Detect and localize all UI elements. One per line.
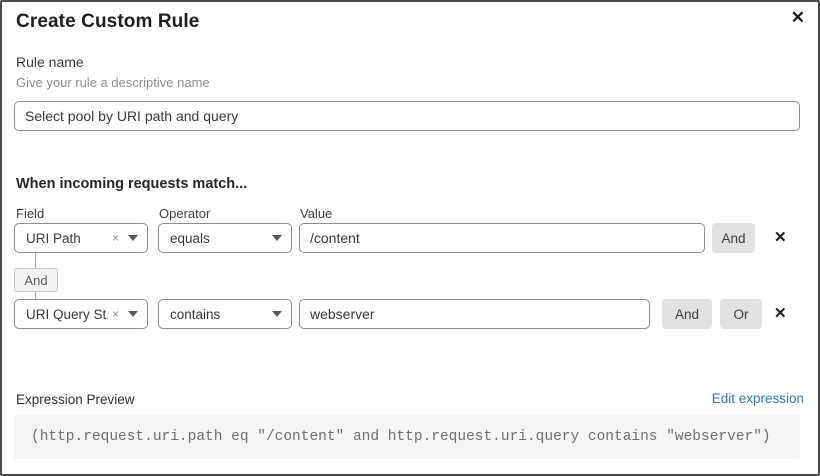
operator-select-1[interactable]: equals [158,223,292,253]
add-and-condition-button[interactable]: And [662,299,712,329]
close-icon[interactable]: ✕ [790,8,805,27]
expression-code: (http.request.uri.path eq "/content" and… [14,414,800,459]
expression-preview-label: Expression Preview [16,392,135,407]
field-column-label: Field [16,206,45,221]
field-select-value: URI Path [26,230,81,246]
caret-down-icon[interactable] [128,311,138,317]
edit-expression-link[interactable]: Edit expression [711,391,804,406]
rule-name-label: Rule name [16,54,84,70]
rule-name-helper: Give your rule a descriptive name [16,75,210,90]
operator-column-label: Operator [159,206,211,221]
field-select-value: URI Query St... [26,306,108,322]
remove-condition-icon[interactable]: ✕ [774,229,787,246]
add-or-condition-button[interactable]: Or [720,299,762,329]
match-section-heading: When incoming requests match... [16,176,248,192]
caret-down-icon[interactable] [272,235,282,241]
operator-select-value: equals [170,230,210,246]
caret-down-icon[interactable] [128,235,138,241]
operator-select-2[interactable]: contains [158,299,292,329]
field-select-2[interactable]: URI Query St... × [14,299,148,329]
add-and-condition-button[interactable]: And [712,223,755,253]
clear-icon[interactable]: × [111,231,119,245]
value-input-2[interactable] [299,299,650,329]
caret-down-icon[interactable] [272,311,282,317]
remove-condition-icon[interactable]: ✕ [774,305,787,322]
page-title: Create Custom Rule [16,11,200,32]
operator-select-value: contains [170,306,221,322]
clear-icon[interactable]: × [111,307,119,321]
and-connector-pill: And [14,268,58,292]
connector-line [35,292,36,299]
value-input-1[interactable] [299,223,705,253]
value-column-label: Value [300,206,333,221]
field-select-1[interactable]: URI Path × [14,223,148,253]
connector-line [35,253,36,268]
rule-name-input[interactable] [14,101,800,131]
